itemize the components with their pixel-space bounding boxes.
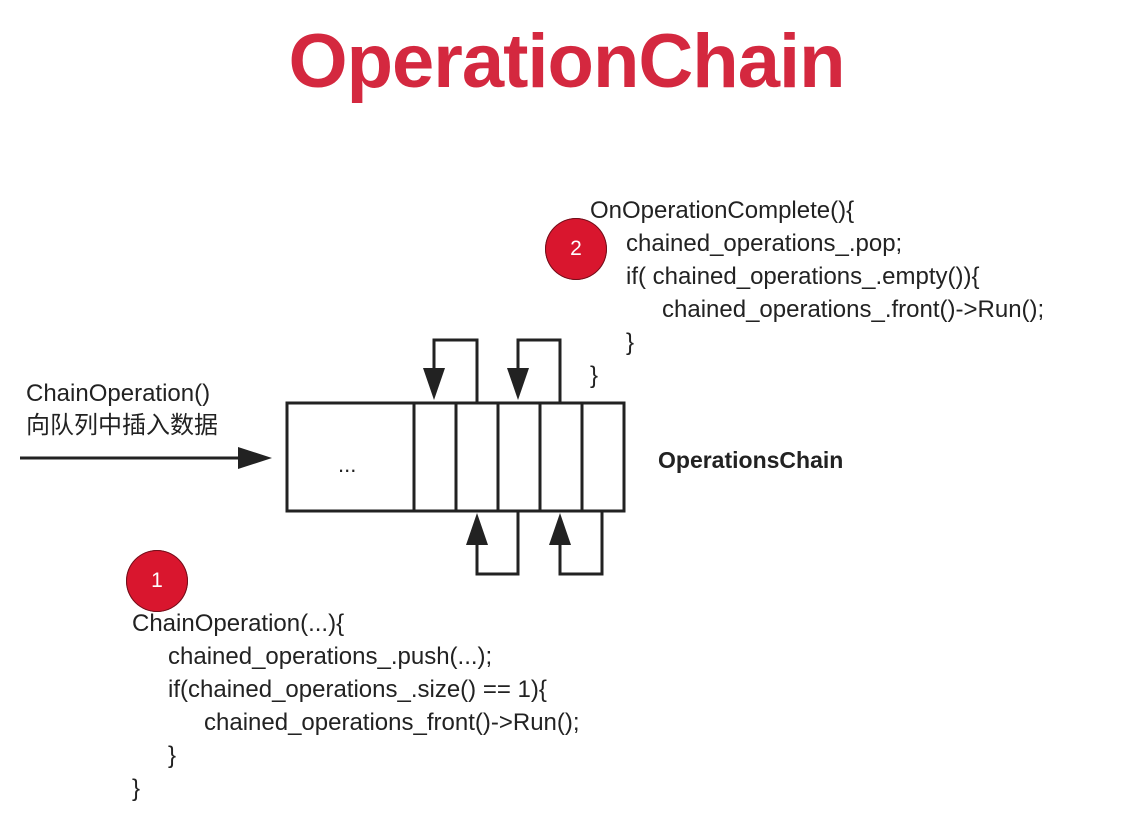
input-arrow-head bbox=[238, 447, 272, 469]
code-line: if( chained_operations_.empty()){ bbox=[626, 263, 980, 290]
code-line: OnOperationComplete(){ bbox=[590, 197, 855, 224]
code-line: ChainOperation(...){ bbox=[132, 610, 345, 637]
top-loop-arrow-1-head bbox=[423, 368, 445, 400]
page-title: OperationChain bbox=[288, 19, 845, 104]
bottom-loop-arrow-2 bbox=[558, 511, 604, 576]
step-badge-2: 2 bbox=[545, 218, 607, 280]
step-badge-1: 1 bbox=[126, 550, 188, 612]
input-label-line-2: 向队列中插入数据 bbox=[26, 412, 218, 439]
top-loop-arrow-2-head bbox=[507, 368, 529, 400]
bottom-loop-arrow-1-head bbox=[466, 513, 488, 545]
code-line: } bbox=[590, 362, 599, 389]
input-label: ChainOperation() 向队列中插入数据 bbox=[26, 378, 218, 442]
on-complete-code: OnOperationComplete(){ chained_operations… bbox=[590, 194, 1044, 392]
code-line: if(chained_operations_.size() == 1){ bbox=[168, 676, 547, 703]
queue-name: OperationsChain bbox=[658, 447, 844, 473]
bottom-loop-arrow-2-head bbox=[549, 513, 571, 545]
queue-ellipsis: ... bbox=[338, 452, 357, 477]
code-line: } bbox=[168, 742, 177, 769]
bottom-loop-arrow-1 bbox=[475, 511, 520, 576]
code-line: chained_operations_.front()->Run(); bbox=[662, 296, 1045, 323]
chain-operation-code: ChainOperation(...){ chained_operations_.… bbox=[132, 607, 580, 805]
code-line: } bbox=[626, 329, 635, 356]
code-line: chained_operations_.push(...); bbox=[168, 643, 493, 670]
code-line: } bbox=[132, 775, 141, 802]
top-loop-arrow-2 bbox=[516, 338, 562, 403]
code-line: chained_operations_.pop; bbox=[626, 230, 903, 257]
input-label-line-1: ChainOperation() bbox=[26, 380, 211, 407]
top-loop-arrow-1 bbox=[432, 338, 479, 403]
code-line: chained_operations_front()->Run(); bbox=[204, 709, 580, 736]
